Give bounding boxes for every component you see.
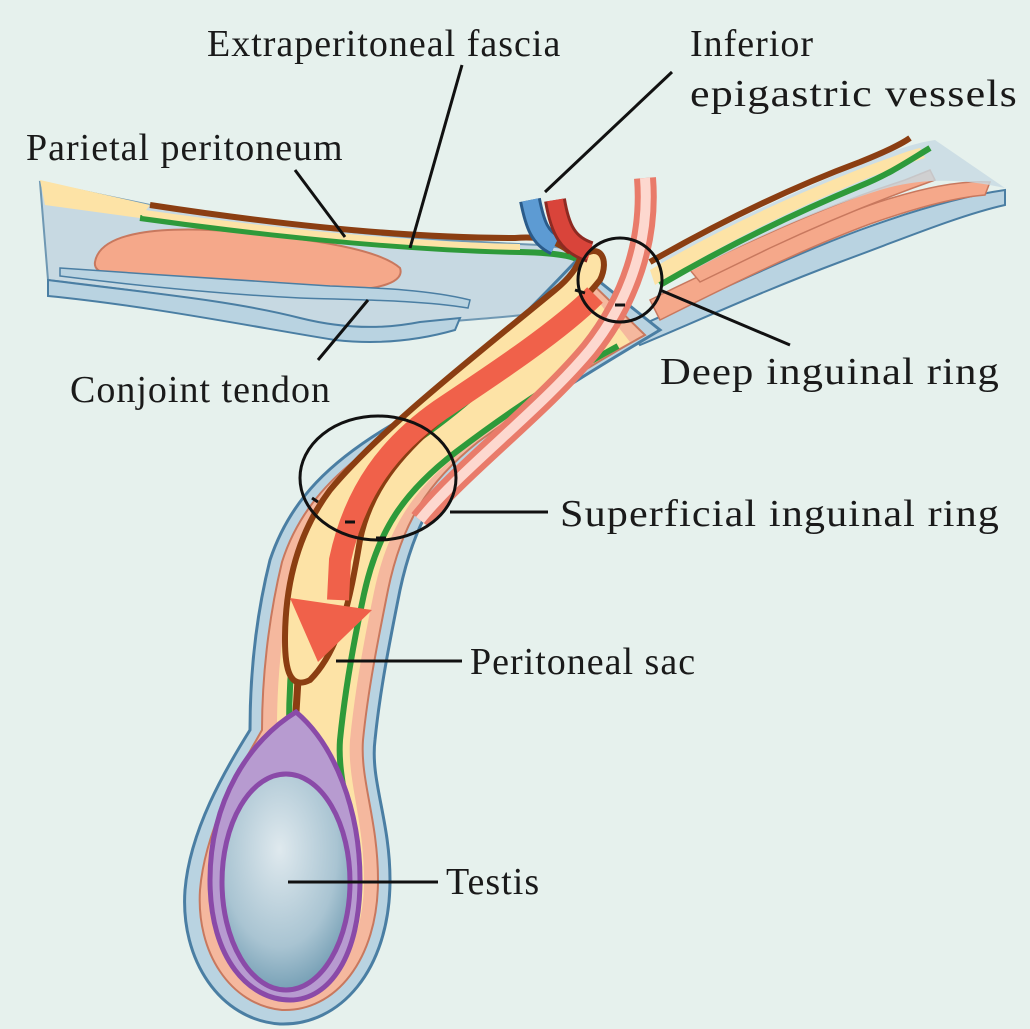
label-deep-inguinal-ring: Deep inguinal ring: [660, 351, 1000, 393]
label-parietal-peritoneum: Parietal peritoneum: [26, 127, 344, 169]
leader-inferior-epigastric: [545, 72, 672, 192]
label-peritoneal-sac: Peritoneal sac: [470, 641, 696, 683]
label-conjoint-tendon: Conjoint tendon: [70, 369, 331, 411]
inferior-epigastric-vessels: [530, 200, 590, 252]
labels: Extraperitoneal fascia Inferior epigastr…: [26, 23, 1018, 903]
leader-extraperitoneal-fascia: [410, 65, 462, 248]
label-inferior-line1: Inferior: [690, 23, 814, 65]
label-extraperitoneal-fascia: Extraperitoneal fascia: [207, 23, 561, 65]
label-testis: Testis: [446, 861, 540, 903]
label-superficial-inguinal-ring: Superficial inguinal ring: [560, 493, 1000, 535]
abdominal-wall-right: [630, 138, 1005, 345]
abdominal-wall-left: [40, 180, 590, 342]
label-inferior-line2: epigastric vessels: [690, 73, 1018, 115]
processus-vaginalis-stalk: [296, 680, 298, 712]
